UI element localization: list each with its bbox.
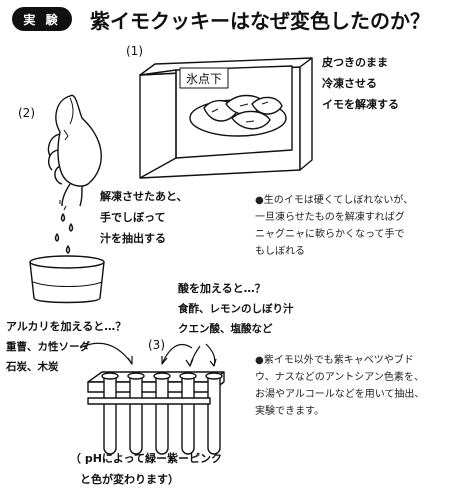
caption-line: 冷凍させる [322, 77, 377, 90]
caption-line: と色が変わります） [80, 473, 179, 486]
beaker-illustration [29, 255, 105, 304]
acid-line: 食酢、レモンのしぼり汁 [178, 303, 294, 315]
caption-line: 汁を抽出する [100, 232, 166, 245]
alkali-line: 重曹、カ性ソーダ [6, 341, 90, 353]
experiment-badge: 実 験 [12, 7, 72, 31]
caption-line: 解凍させたあと、 [100, 190, 188, 203]
caption-line: イモを解凍する [322, 98, 399, 111]
step-3-number: (3) [148, 338, 165, 352]
acid-heading: 酸を加えると…？ [178, 282, 266, 295]
note-line: お湯やアルコールなどを用いて抽出、 [255, 389, 425, 400]
step-3-caption: （ pHによって緑ー紫ーピンク と色が変わります） [70, 448, 222, 490]
alkali-line: 石炭、木炭 [6, 361, 59, 373]
step-1-caption: 皮つきのまま 冷凍させる イモを解凍する [322, 52, 399, 115]
alkali-heading: アルカリを加えると…？ [6, 320, 127, 333]
caption-line: 皮つきのまま [322, 56, 388, 69]
note-line: ●紫イモ以外でも紫キャベツやブド [255, 355, 414, 366]
test-tube-rack-illustration [87, 371, 225, 455]
note-anthocyanin: ●紫イモ以外でも紫キャベツやブド ウ、ナスなどのアントシアン色素を、 お湯やアル… [255, 352, 424, 420]
acid-block: 酸を加えると…？ 食酢、レモンのしぼり汁 クエン酸、塩酸など [178, 278, 294, 339]
caption-line: （ pHによって緑ー紫ーピンク [70, 452, 223, 465]
freezer-label: 氷点下 [186, 72, 223, 86]
acid-line: クエン酸、塩酸など [178, 323, 273, 335]
note-line: もしぼれる [255, 246, 305, 257]
step-1-number: (1) [126, 44, 143, 58]
note-line: 一旦凍らせたものを解凍すればグ [255, 212, 405, 223]
note-line: 実験できます。 [255, 406, 324, 417]
freezer-illustration [139, 57, 313, 179]
note-line: ニャグニャに軟らかくなって手で [255, 229, 405, 240]
caption-line: 手でしぼって [100, 211, 166, 224]
arrows [79, 342, 217, 367]
note-raw-potato: ●生のイモは硬くてしぼれないが、 一旦凍らせたものを解凍すればグ ニャグニャに軟… [255, 192, 413, 260]
hand-squeezing-illustration [47, 94, 102, 288]
step-2-number: (2) [18, 106, 35, 120]
step-2-caption: 解凍させたあと、 手でしぼって 汁を抽出する [100, 186, 188, 249]
note-line: ●生のイモは硬くてしぼれないが、 [255, 195, 414, 206]
page-title: 紫イモクッキーはなぜ変色したのか？ [90, 9, 430, 33]
note-line: ウ、ナスなどのアントシアン色素を、 [255, 372, 424, 383]
alkali-block: アルカリを加えると…？ 重曹、カ性ソーダ 石炭、木炭 [6, 316, 126, 377]
